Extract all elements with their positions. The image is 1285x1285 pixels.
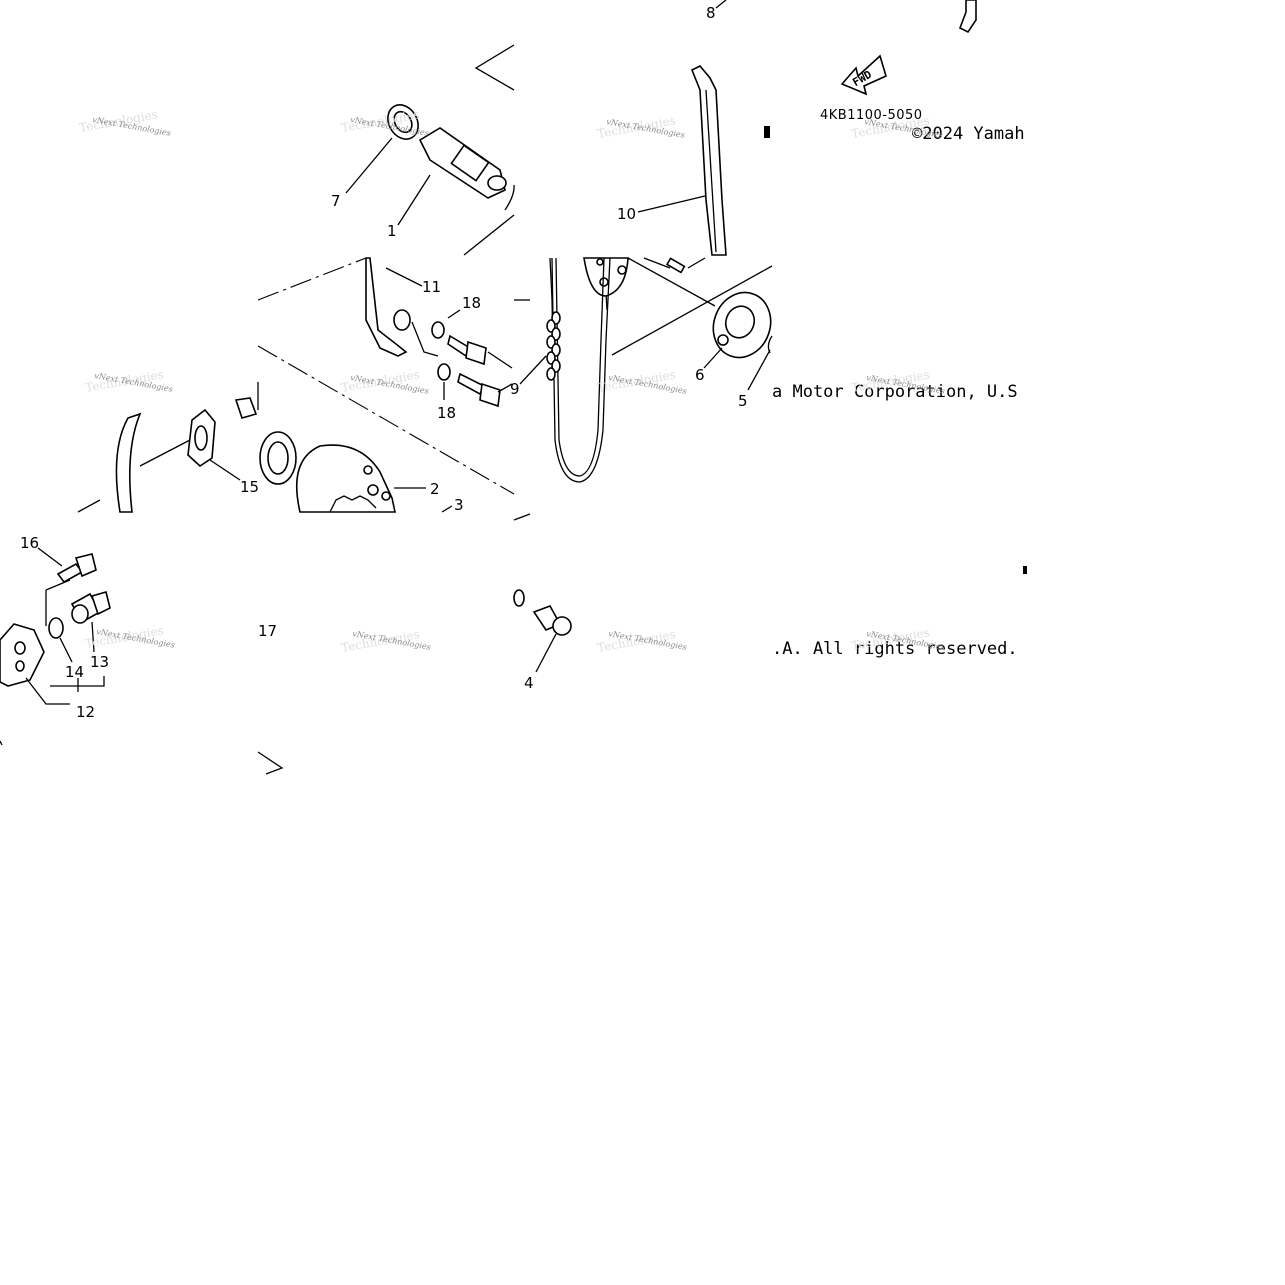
callout-11: 11 [422,278,441,296]
callout-16: 16 [20,534,39,552]
callout-3: 3 [454,496,464,514]
callout-labels: 1 2 3 4 5 6 7 8 9 10 11 12 13 14 15 16 1… [20,4,748,721]
timing-chain-part [551,257,611,483]
crank-sprocket-part [295,444,396,513]
copyright-line-3: .A. All rights reserved. [772,639,1018,659]
camshaft-part [418,127,515,256]
callout-9: 9 [510,380,520,398]
gasket-14-part [48,617,64,639]
copyright-line-1: ©2024 Yamah [912,124,1025,144]
bolt-4-part [532,605,572,636]
copyright-line-2: a Motor Corporation, U.S [772,382,1018,402]
chain-case-corner [474,44,515,91]
callout-15: 15 [240,478,259,496]
chain-links-part [546,311,561,381]
callout-18-upper: 18 [462,294,481,312]
callout-14: 14 [65,663,84,681]
guide-tip-part [958,0,977,34]
chain-guide-part [690,65,727,256]
washer-4-part [513,589,525,607]
guide-11-part [365,257,408,357]
callout-8: 8 [706,4,716,22]
tile-fwd [715,0,977,96]
tile-left-tensioner [77,382,259,513]
plate-part [712,291,772,359]
chain-guide-left-part [115,412,142,513]
tile-timing-chain [514,257,611,483]
gasket-part [187,408,216,468]
callout-6: 6 [695,366,705,384]
washer-upper-part [431,321,445,339]
bolt-upper-part [447,334,487,366]
bolt-16-part [56,553,97,584]
callout-17: 17 [258,622,277,640]
tensioner-boss-part [393,309,411,331]
crank-bearing-part [259,431,297,485]
bolt-lower-part [457,372,501,408]
tile-chain-guide [549,65,773,391]
callout-7: 7 [331,192,341,210]
callout-18-lower: 18 [437,404,456,422]
clipped-glyph [1023,566,1027,574]
bearing-part [387,104,419,140]
stopper-part [234,397,258,419]
tile-camshaft [345,44,515,256]
dowel-pin-part [665,257,686,274]
part-code: 4KB1100-5050 [820,108,923,123]
callout-13: 13 [90,653,109,671]
clipped-glyph [764,126,770,138]
callout-12: 12 [76,703,95,721]
tile-center [257,257,515,513]
tile-tensioner-assembly [0,547,111,746]
callout-10: 10 [617,205,636,223]
tensioner-body-part [0,623,45,687]
callout-1: 1 [387,222,397,240]
tile-bottom-bolt [257,513,572,775]
cam-sprocket-part [583,257,629,297]
callout-5: 5 [738,392,748,410]
washer-lower-part [437,363,451,381]
callout-4: 4 [524,674,534,692]
cap-bolt-part [70,591,111,624]
callout-2: 2 [430,480,440,498]
fwd-arrow-icon [840,54,887,96]
